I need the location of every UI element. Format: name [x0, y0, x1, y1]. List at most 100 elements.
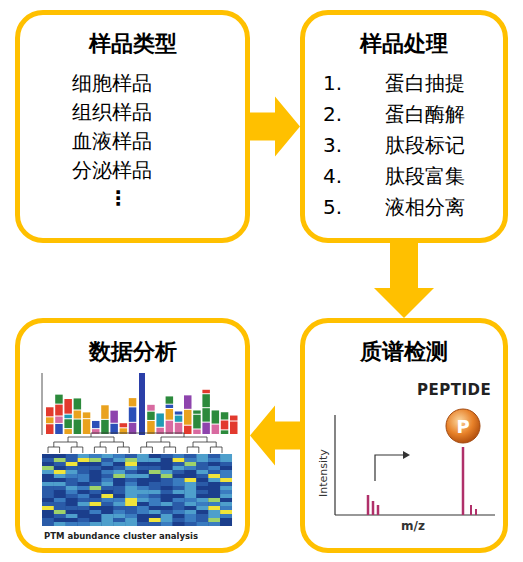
- heatmap-cell: [185, 470, 197, 474]
- heatmap-cell: [173, 502, 185, 506]
- logo-letter: [184, 426, 192, 434]
- list-item: 分泌样品: [72, 156, 245, 185]
- heatmap-cell: [54, 470, 66, 474]
- logo-letter: [64, 399, 72, 414]
- heatmap-cell: [125, 454, 137, 458]
- heatmap-cell: [137, 454, 149, 458]
- logo-letter: [193, 415, 201, 429]
- heatmap-cell: [125, 502, 137, 506]
- heatmap-cell: [208, 486, 220, 490]
- heatmap-cell: [66, 454, 78, 458]
- heatmap-cell: [173, 458, 185, 462]
- heatmap-cell: [149, 482, 161, 486]
- heatmap-cell: [113, 510, 125, 514]
- heatmap-cell: [161, 466, 173, 470]
- logo-letter: [46, 417, 54, 423]
- heatmap-cell: [54, 486, 66, 490]
- heatmap-cell: [54, 498, 66, 502]
- heatmap-cell: [149, 486, 161, 490]
- heatmap-cell: [137, 506, 149, 510]
- heatmap-cell: [66, 482, 78, 486]
- heatmap-cell: [161, 482, 173, 486]
- heatmap-cell: [66, 478, 78, 482]
- heatmap-cell: [66, 502, 78, 506]
- list-item: ⋮: [108, 185, 245, 211]
- heatmap-cell: [149, 478, 161, 482]
- heatmap-cell: [185, 482, 197, 486]
- heatmap-cell: [113, 470, 125, 474]
- heatmap-cell: [66, 494, 78, 498]
- logo-letter: [74, 420, 82, 434]
- heatmap-cell: [113, 486, 125, 490]
- heatmap-cell: [137, 478, 149, 482]
- heatmap-cell: [208, 458, 220, 462]
- heatmap-cell: [113, 522, 125, 526]
- heatmap-cell: [42, 510, 54, 514]
- heatmap-cell: [78, 518, 90, 522]
- heatmap-cell: [161, 474, 173, 478]
- numbered-list: 1.蛋白抽提2.蛋白酶解3.肽段标记4.肽段富集5.液相分离: [323, 69, 503, 221]
- heatmap-cell: [42, 490, 54, 494]
- heatmap-cell: [78, 470, 90, 474]
- heatmap-cell: [149, 466, 161, 470]
- heatmap-cell: [125, 498, 137, 502]
- heatmap-cell: [90, 518, 102, 522]
- logo-letter: [64, 419, 72, 428]
- spectrum-peak: [377, 505, 380, 515]
- heatmap-cell: [161, 462, 173, 466]
- heatmap-cell: [66, 470, 78, 474]
- heatmap-cell: [101, 506, 113, 510]
- heatmap-cell: [101, 486, 113, 490]
- heatmap-cell: [90, 522, 102, 526]
- heatmap-cell: [125, 506, 137, 510]
- heatmap-cell: [208, 470, 220, 474]
- heatmap-cell: [196, 466, 208, 470]
- logo-letter: [129, 423, 137, 434]
- heatmap-cell: [196, 502, 208, 506]
- heatmap-cell: [196, 478, 208, 482]
- heatmap-cell: [173, 510, 185, 514]
- heatmap-cell: [149, 502, 161, 506]
- heatmap-cell: [161, 498, 173, 502]
- heatmap-cell: [173, 482, 185, 486]
- heatmap-cell: [149, 458, 161, 462]
- logo-letter: [221, 412, 229, 419]
- logo-letter: [46, 424, 54, 434]
- heatmap-cell: [42, 502, 54, 506]
- logo-letter: [166, 396, 174, 403]
- heatmap-cell: [113, 474, 125, 478]
- heatmap-cell: [196, 482, 208, 486]
- heatmap-cell: [173, 514, 185, 518]
- heatmap-cell: [137, 470, 149, 474]
- heatmap-cell: [196, 506, 208, 510]
- logo-letter: [193, 410, 201, 413]
- heatmap-cell: [101, 514, 113, 518]
- heatmap-cell: [196, 518, 208, 522]
- heatmap-cell: [220, 518, 232, 522]
- step-item: 液相分离: [385, 193, 503, 221]
- heatmap-cell: [137, 518, 149, 522]
- heatmap-cell: [185, 518, 197, 522]
- heatmap-cell: [54, 482, 66, 486]
- heatmap-cell: [101, 474, 113, 478]
- box-title: 质谱检测: [305, 337, 503, 367]
- heatmap-cell: [42, 478, 54, 482]
- heatmap-cell: [149, 474, 161, 478]
- heatmap-cell: [208, 502, 220, 506]
- heatmap-cell: [113, 462, 125, 466]
- logo-letter: [166, 409, 174, 420]
- list-item: 组织样品: [72, 98, 245, 127]
- logo-letter: [230, 416, 238, 421]
- process-box: 样品类型细胞样品组织样品血液样品分泌样品⋮: [15, 10, 250, 243]
- heatmap-cell: [78, 522, 90, 526]
- heatmap-cell: [78, 474, 90, 478]
- figure-caption: PTM abundance cluster analysis: [44, 531, 198, 541]
- heatmap-cell: [125, 518, 137, 522]
- logo-letter: [147, 412, 155, 420]
- heatmap-cell: [101, 502, 113, 506]
- spectrum-peak: [372, 501, 375, 515]
- heatmap-cell: [208, 490, 220, 494]
- step-item: 蛋白抽提: [385, 69, 503, 97]
- heatmap-cell: [208, 518, 220, 522]
- heatmap-cell: [149, 462, 161, 466]
